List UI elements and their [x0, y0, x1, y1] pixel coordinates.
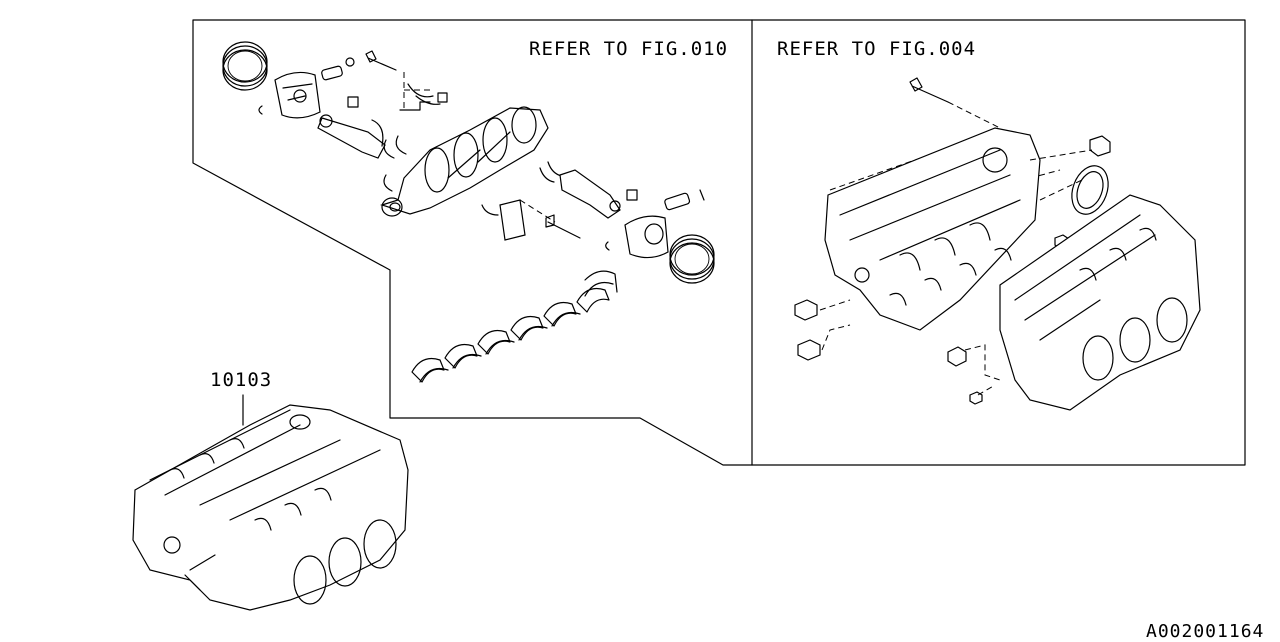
- crankcase-assembly-group: [794, 77, 1201, 411]
- crankshaft: [380, 106, 549, 217]
- connecting-rod-right: [559, 169, 621, 219]
- refer-to-fig-010-label: REFER TO FIG.010: [529, 38, 729, 60]
- crankshaft-assembly-group: [222, 41, 715, 383]
- short-block-engine: [132, 394, 409, 611]
- piston-left: [258, 71, 321, 119]
- callout-frame: [192, 19, 1246, 466]
- connecting-rod-left: [317, 114, 386, 159]
- piston-rings-right: [669, 234, 715, 284]
- figure-id-label: A002001164: [1146, 621, 1265, 642]
- piston-right: [605, 215, 669, 259]
- crankcase-half-left: [824, 127, 1041, 331]
- oil-seal: [1071, 165, 1109, 215]
- refer-to-fig-004-label: REFER TO FIG.004: [777, 38, 977, 60]
- part-number-label: 10103: [210, 369, 273, 391]
- crankcase-half-right: [999, 194, 1201, 411]
- piston-rings-left: [222, 41, 268, 91]
- main-bearing-set: [411, 270, 618, 383]
